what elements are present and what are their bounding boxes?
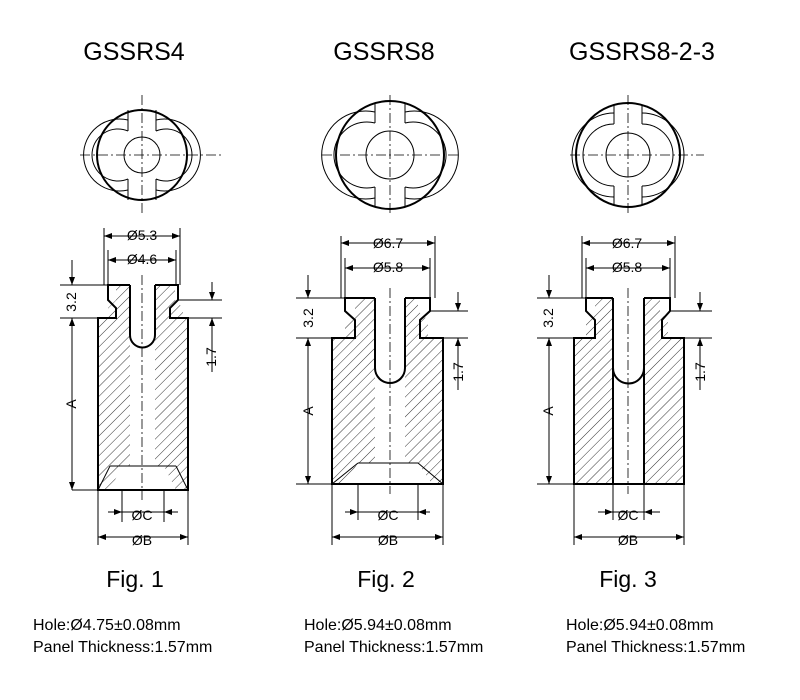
hole-spec: Hole:Ø4.75±0.08mm xyxy=(33,617,181,634)
dim-flange: 3.2 xyxy=(540,308,556,328)
dim-inner-top: Ø5.8 xyxy=(612,259,643,275)
part-gssrs8: GSSRS8 xyxy=(296,38,483,656)
dim-bore: ØC xyxy=(618,507,639,523)
dim-flange: 3.2 xyxy=(63,292,79,312)
part-gssrs8-2-3: GSSRS8-2-3 xyxy=(537,38,745,656)
section-view xyxy=(573,288,685,494)
model-title: GSSRS8 xyxy=(333,38,434,66)
dimensions: Ø5.3 Ø4.6 3.2 1.7 A xyxy=(60,227,222,548)
dim-inner-top: Ø5.8 xyxy=(373,259,404,275)
dim-body: ØB xyxy=(378,532,398,548)
hole-spec: Hole:Ø5.94±0.08mm xyxy=(304,617,452,634)
panel-spec: Panel Thickness:1.57mm xyxy=(566,639,745,656)
dimensions: Ø6.7 Ø5.8 3.2 1.7 A xyxy=(296,235,468,548)
dim-inner-top: Ø4.6 xyxy=(127,251,158,267)
model-title: GSSRS4 xyxy=(83,38,185,66)
model-title: GSSRS8-2-3 xyxy=(569,38,715,66)
dim-bore: ØC xyxy=(378,507,399,523)
top-view xyxy=(80,95,222,215)
dim-length: A xyxy=(540,406,556,416)
section-view xyxy=(331,288,444,494)
dim-body: ØB xyxy=(132,532,152,548)
dim-outer-top: Ø6.7 xyxy=(373,235,404,251)
dim-outer-top: Ø6.7 xyxy=(612,235,643,251)
figure-label: Fig. 2 xyxy=(357,566,415,592)
dim-slot: 1.7 xyxy=(692,362,708,382)
dim-flange: 3.2 xyxy=(300,308,316,328)
top-view xyxy=(321,95,459,215)
dim-slot: 1.7 xyxy=(450,362,466,382)
figure-label: Fig. 1 xyxy=(106,566,164,592)
dimensions: Ø6.7 Ø5.8 3.2 1.7 A xyxy=(537,235,712,548)
panel-spec: Panel Thickness:1.57mm xyxy=(304,639,483,656)
dim-length: A xyxy=(63,399,79,409)
part-gssrs4: GSSRS4 xyxy=(33,38,222,656)
dim-bore: ØC xyxy=(132,507,153,523)
section-view xyxy=(97,275,189,500)
dim-outer-top: Ø5.3 xyxy=(127,227,158,243)
top-view xyxy=(570,95,704,215)
dim-slot: 1.7 xyxy=(203,347,219,367)
dim-length: A xyxy=(300,406,316,416)
panel-spec: Panel Thickness:1.57mm xyxy=(33,639,212,656)
figure-label: Fig. 3 xyxy=(599,566,657,592)
dim-body: ØB xyxy=(618,532,638,548)
hole-spec: Hole:Ø5.94±0.08mm xyxy=(566,617,714,634)
